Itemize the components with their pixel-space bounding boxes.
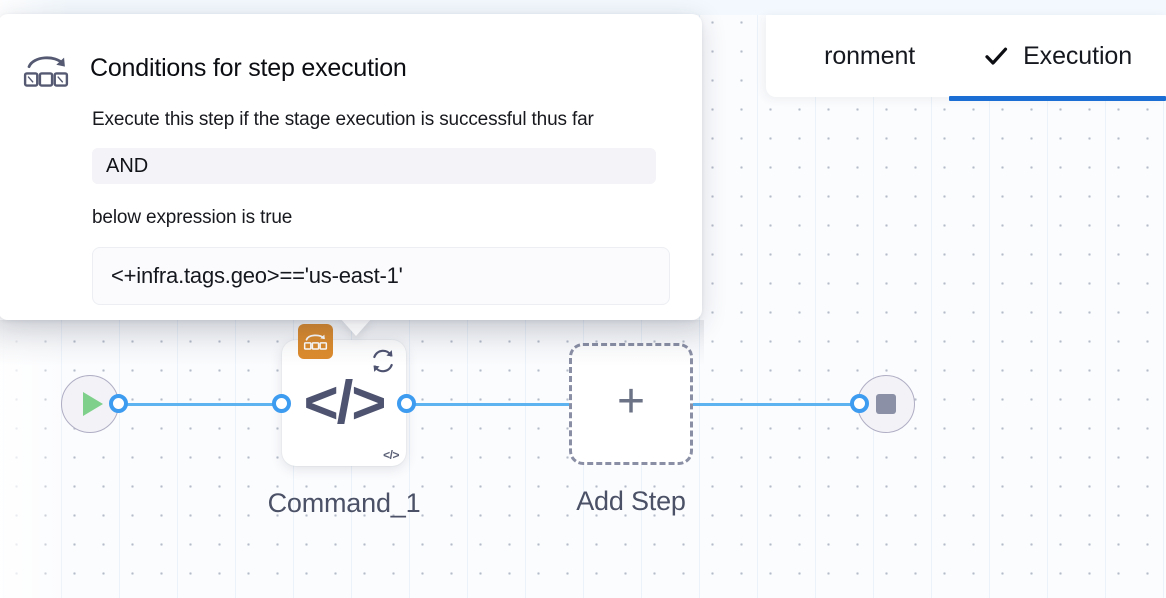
condition-description-primary: Execute this step if the stage execution… bbox=[92, 109, 594, 130]
step-node-command[interactable]: </> </> bbox=[282, 324, 406, 466]
check-icon bbox=[983, 43, 1009, 69]
stop-icon bbox=[876, 394, 896, 414]
play-icon bbox=[83, 392, 103, 416]
add-step-button[interactable]: + bbox=[569, 343, 693, 465]
add-step-label: Add Step bbox=[576, 486, 686, 516]
condition-description-secondary: below expression is true bbox=[92, 207, 293, 228]
conditional-execution-icon bbox=[22, 50, 70, 90]
step-node-label: Command_1 bbox=[267, 488, 421, 518]
start-node-output-port[interactable] bbox=[109, 394, 128, 413]
step-conditions-popover: Conditions for step execution Execute th… bbox=[0, 14, 702, 320]
step-config-tabbar: ronment Execution bbox=[766, 15, 1166, 101]
command-node-input-port[interactable] bbox=[272, 394, 291, 413]
retry-loop-icon bbox=[368, 346, 398, 376]
tab-execution-label: Execution bbox=[1023, 41, 1132, 70]
popover-body: Execute this step if the stage execution… bbox=[22, 109, 670, 305]
condition-expression-input[interactable]: <+infra.tags.geo>=='us-east-1' bbox=[92, 247, 670, 305]
step-type-code-icon: </> bbox=[303, 369, 387, 436]
command-node-output-port[interactable] bbox=[397, 394, 416, 413]
tab-environment-label: ronment bbox=[824, 41, 916, 70]
end-node[interactable] bbox=[857, 375, 915, 433]
plus-icon: + bbox=[616, 375, 646, 428]
conditional-execution-icon bbox=[298, 324, 333, 359]
popover-title: Conditions for step execution bbox=[90, 54, 407, 82]
popover-tail bbox=[340, 318, 372, 336]
end-node-input-port[interactable] bbox=[850, 394, 869, 413]
tab-environment[interactable]: ronment bbox=[790, 15, 949, 97]
condition-operator-value: AND bbox=[106, 154, 149, 177]
edge-start-to-command bbox=[118, 403, 288, 406]
step-mini-code-icon: </> bbox=[383, 448, 399, 462]
popover-header: Conditions for step execution bbox=[22, 38, 660, 90]
tab-execution[interactable]: Execution bbox=[949, 15, 1166, 101]
condition-expression-value: <+infra.tags.geo>=='us-east-1' bbox=[111, 263, 403, 288]
condition-operator-select[interactable]: AND bbox=[92, 148, 656, 184]
